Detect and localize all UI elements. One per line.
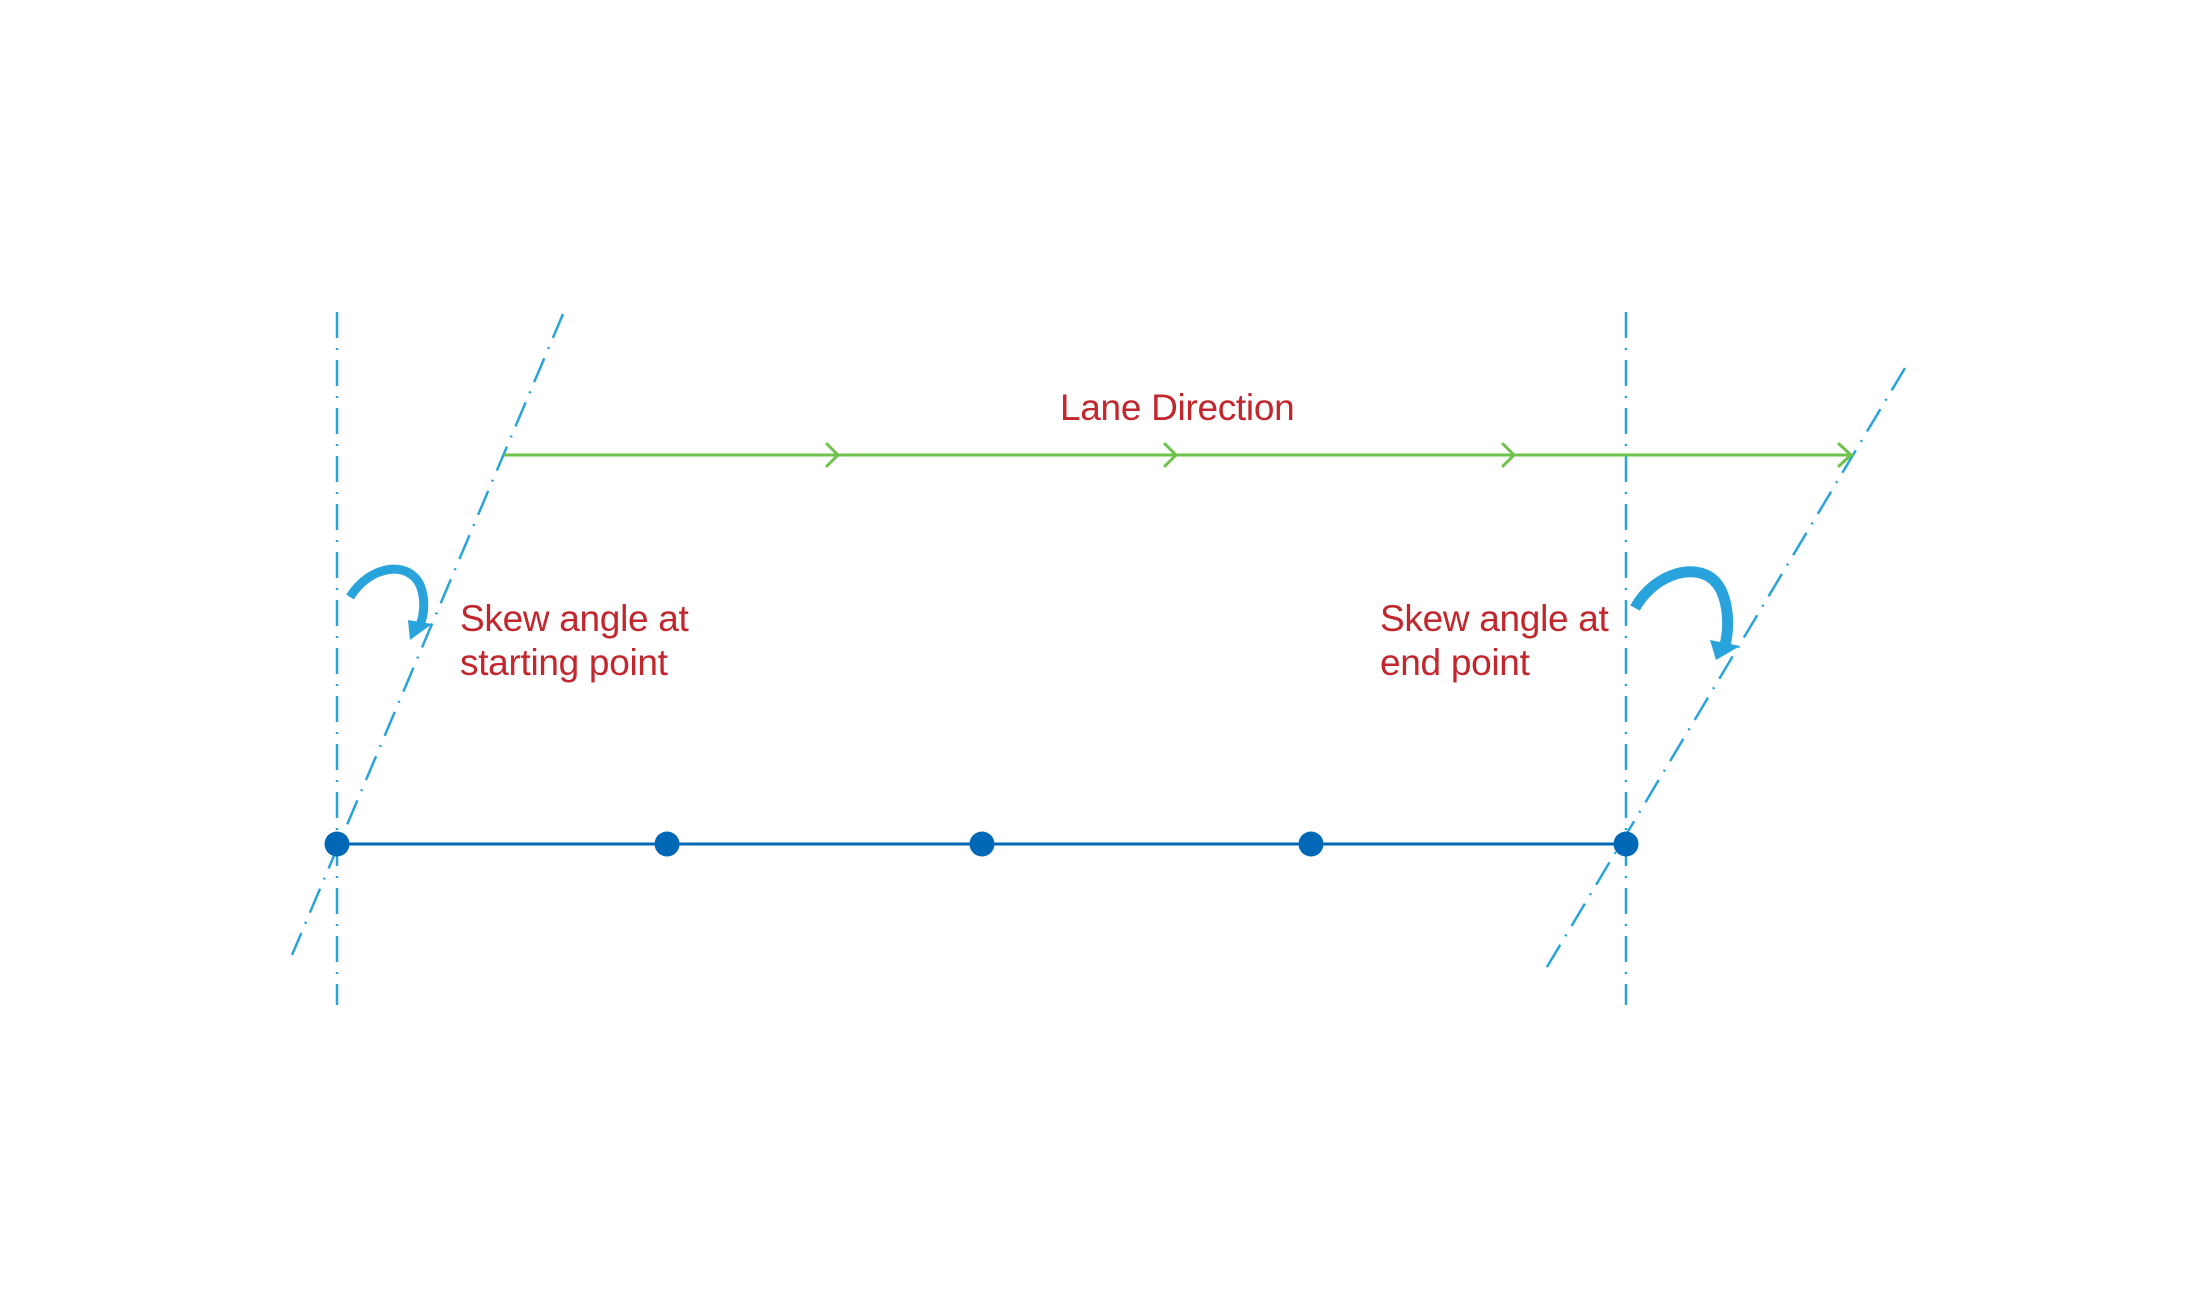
direction-chevron-icon xyxy=(825,442,840,468)
rotation-arrow-icon xyxy=(346,564,432,640)
skew-start-line1: Skew angle at xyxy=(460,598,689,639)
right-skew-line xyxy=(1542,367,1907,973)
node-start xyxy=(324,831,350,857)
skew-start-line2: starting point xyxy=(460,642,668,683)
lane-direction-label: Lane Direction xyxy=(1060,386,1295,430)
node-end xyxy=(1613,831,1639,857)
node xyxy=(654,831,680,857)
skew-angle-start-label: Skew angle at starting point xyxy=(460,597,689,685)
lane-direction-text: Lane Direction xyxy=(1060,387,1295,428)
lane-direction-arrow xyxy=(503,442,1854,468)
skew-end-line2: end point xyxy=(1380,642,1530,683)
node xyxy=(1298,831,1324,857)
node xyxy=(969,831,995,857)
direction-chevron-icon xyxy=(1837,442,1853,468)
skew-angle-end-label: Skew angle at end point xyxy=(1380,597,1609,685)
direction-chevron-icon xyxy=(1163,442,1178,468)
direction-chevron-icon xyxy=(1501,442,1516,468)
skew-end-line1: Skew angle at xyxy=(1380,598,1609,639)
rotation-arrow-icon xyxy=(1630,566,1740,660)
